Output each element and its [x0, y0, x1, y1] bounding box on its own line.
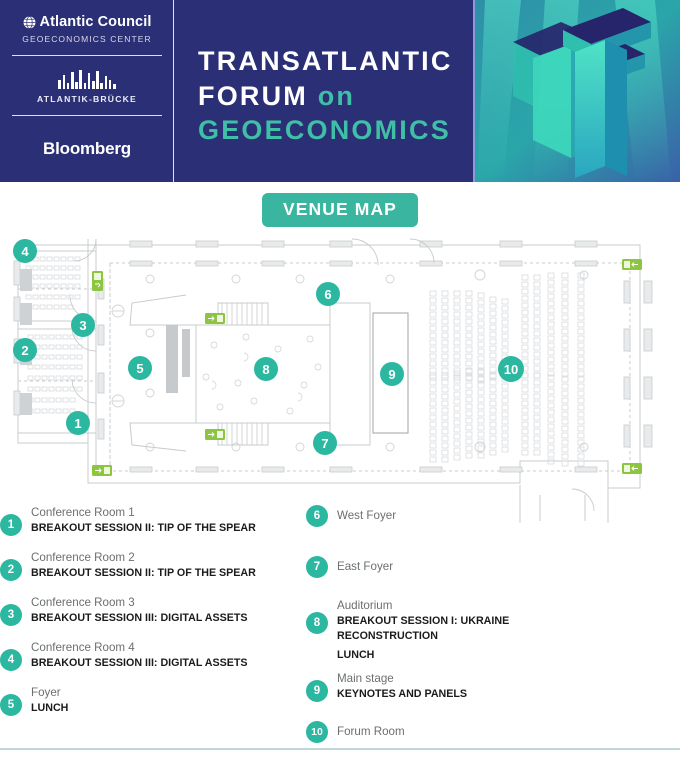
event-title-block: TRANSATLANTIC FORUM on GEOECONOMICS: [174, 0, 475, 182]
sponsor-name-atlantik-bruecke: ATLANTIK-BRÜCKE: [37, 94, 137, 104]
map-marker-label: 9: [388, 367, 395, 382]
conference-room-seats: [25, 256, 83, 414]
legend-room-name: West Foyer: [337, 509, 397, 522]
legend-badge-6: 6: [306, 505, 328, 527]
legend-badge-10: 10: [306, 721, 328, 744]
map-marker-1[interactable]: 1: [66, 411, 90, 435]
legend-session: LUNCH: [31, 701, 69, 714]
map-marker-label: 3: [79, 318, 86, 333]
legend-item-2[interactable]: 2 Conference Room 2 BREAKOUT SESSION II:…: [0, 550, 300, 581]
map-marker-label: 5: [136, 361, 143, 376]
sponsor-subtitle-geoeconomics-center: GEOECONOMICS CENTER: [22, 34, 152, 44]
legend-session-secondary: LUNCH: [337, 649, 375, 662]
forum-room-seats: [429, 272, 585, 467]
legend-room-name: Forum Room: [337, 725, 405, 739]
legend: 1 Conference Room 1 BREAKOUT SESSION II:…: [0, 505, 680, 757]
structural-columns: [111, 269, 589, 453]
sponsor-name-atlantic-council: Atlantic Council: [39, 14, 152, 30]
map-marker-label: 10: [504, 362, 518, 377]
sponsor-atlantik-bruecke: ATLANTIK-BRÜCKE: [12, 65, 162, 104]
legend-item-4[interactable]: 4 Conference Room 4 BREAKOUT SESSION III…: [0, 640, 300, 671]
legend-badge-5: 5: [0, 694, 22, 716]
map-marker-label: 8: [262, 362, 269, 377]
legend-room-name: East Foyer: [337, 560, 394, 573]
map-marker-5[interactable]: 5: [128, 356, 152, 380]
bridge-bars-icon: [12, 65, 162, 89]
sponsor-name-bloomberg: Bloomberg: [43, 139, 131, 158]
map-marker-label: 2: [21, 343, 28, 358]
legend-item-9[interactable]: 9 Main stage KEYNOTES AND PANELS: [306, 671, 606, 703]
legend-session: BREAKOUT SESSION III: DIGITAL ASSETS: [31, 656, 248, 669]
legend-item-5[interactable]: 5 Foyer LUNCH: [0, 685, 300, 716]
legend-session: BREAKOUT SESSION I: UKRAINE RECONSTRUCTI…: [337, 614, 510, 642]
legend-session: BREAKOUT SESSION II: TIP OF THE SPEAR: [31, 521, 256, 534]
plan-walls: [17, 239, 641, 523]
map-marker-4[interactable]: 4: [13, 239, 37, 263]
map-marker-3[interactable]: 3: [71, 313, 95, 337]
sponsor-divider-1: [12, 55, 162, 56]
map-marker-10[interactable]: 10: [498, 356, 524, 382]
sponsor-divider-2: [12, 115, 162, 116]
legend-item-10[interactable]: 10 Forum Room: [306, 721, 606, 744]
map-marker-9[interactable]: 9: [380, 362, 404, 386]
exit-sign-icons: [92, 259, 642, 476]
map-marker-2[interactable]: 2: [13, 338, 37, 362]
sponsor-logo-column: Atlantic Council GEOECONOMICS CENTER ATL…: [0, 0, 174, 182]
legend-badge-9: 9: [306, 680, 328, 703]
footer-divider: [0, 748, 680, 750]
exit-sign-icon: [622, 259, 642, 270]
map-marker-6[interactable]: 6: [316, 282, 340, 306]
legend-room-name: Foyer: [31, 686, 61, 699]
floor-plan-svg: 4 3 2 1 5: [13, 238, 653, 523]
legend-badge-1: 1: [0, 514, 22, 536]
legend-badge-4: 4: [0, 649, 22, 671]
map-marker-7[interactable]: 7: [313, 431, 337, 455]
legend-room-name: Conference Room 4: [31, 641, 135, 654]
legend-column-right: 6 West Foyer 7 East Foyer 8 Auditorium B…: [306, 505, 606, 757]
exit-sign-icon: [622, 463, 642, 474]
legend-room-name: Conference Room 3: [31, 596, 135, 609]
legend-badge-7: 7: [306, 556, 328, 578]
venue-map-banner-wrap: VENUE MAP: [0, 193, 680, 227]
legend-item-7[interactable]: 7 East Foyer: [306, 556, 606, 578]
sponsor-atlantic-council: Atlantic Council GEOECONOMICS CENTER: [12, 14, 162, 44]
exit-sign-icon: [205, 429, 225, 440]
legend-room-name: Auditorium: [337, 599, 393, 612]
stage-screen-blocks: [166, 325, 190, 393]
door-openings: [13, 240, 653, 473]
event-title-line-3: GEOECONOMICS: [198, 115, 451, 146]
map-marker-label: 4: [21, 244, 29, 259]
venue-map-banner: VENUE MAP: [262, 193, 418, 227]
legend-badge-3: 3: [0, 604, 22, 626]
page-header: Atlantic Council GEOECONOMICS CENTER ATL…: [0, 0, 680, 182]
globe-icon: [23, 15, 36, 29]
legend-session: BREAKOUT SESSION III: DIGITAL ASSETS: [31, 611, 248, 624]
isometric-tf-monogram-artwork: [475, 0, 680, 182]
floor-plan-map: 4 3 2 1 5: [0, 233, 680, 523]
legend-badge-8: 8: [306, 612, 328, 634]
event-title-on: on: [317, 80, 356, 111]
legend-badge-2: 2: [0, 559, 22, 581]
exit-sign-icon: [92, 465, 112, 476]
legend-room-name: Conference Room 2: [31, 551, 135, 564]
map-marker-label: 6: [324, 287, 331, 302]
exit-sign-icon: [92, 271, 103, 291]
legend-item-1[interactable]: 1 Conference Room 1 BREAKOUT SESSION II:…: [0, 505, 300, 536]
map-markers: 4 3 2 1 5: [13, 239, 524, 455]
legend-session: KEYNOTES AND PANELS: [337, 687, 468, 700]
map-marker-8[interactable]: 8: [254, 357, 278, 381]
legend-room-name: Conference Room 1: [31, 506, 135, 519]
legend-item-8[interactable]: 8 Auditorium BREAKOUT SESSION I: UKRAINE…: [306, 598, 606, 663]
event-title-line-1: TRANSATLANTIC: [198, 46, 453, 76]
legend-column-left: 1 Conference Room 1 BREAKOUT SESSION II:…: [0, 505, 300, 757]
legend-session: BREAKOUT SESSION II: TIP OF THE SPEAR: [31, 566, 256, 579]
legend-item-6[interactable]: 6 West Foyer: [306, 505, 606, 527]
legend-item-3[interactable]: 3 Conference Room 3 BREAKOUT SESSION III…: [0, 595, 300, 626]
event-title-forum: FORUM: [198, 80, 308, 111]
event-title-line-2: FORUM on: [198, 79, 475, 114]
legend-room-name: Main stage: [337, 672, 394, 686]
exit-sign-icon: [205, 313, 225, 324]
map-marker-label: 7: [321, 436, 328, 451]
map-marker-label: 1: [74, 416, 81, 431]
